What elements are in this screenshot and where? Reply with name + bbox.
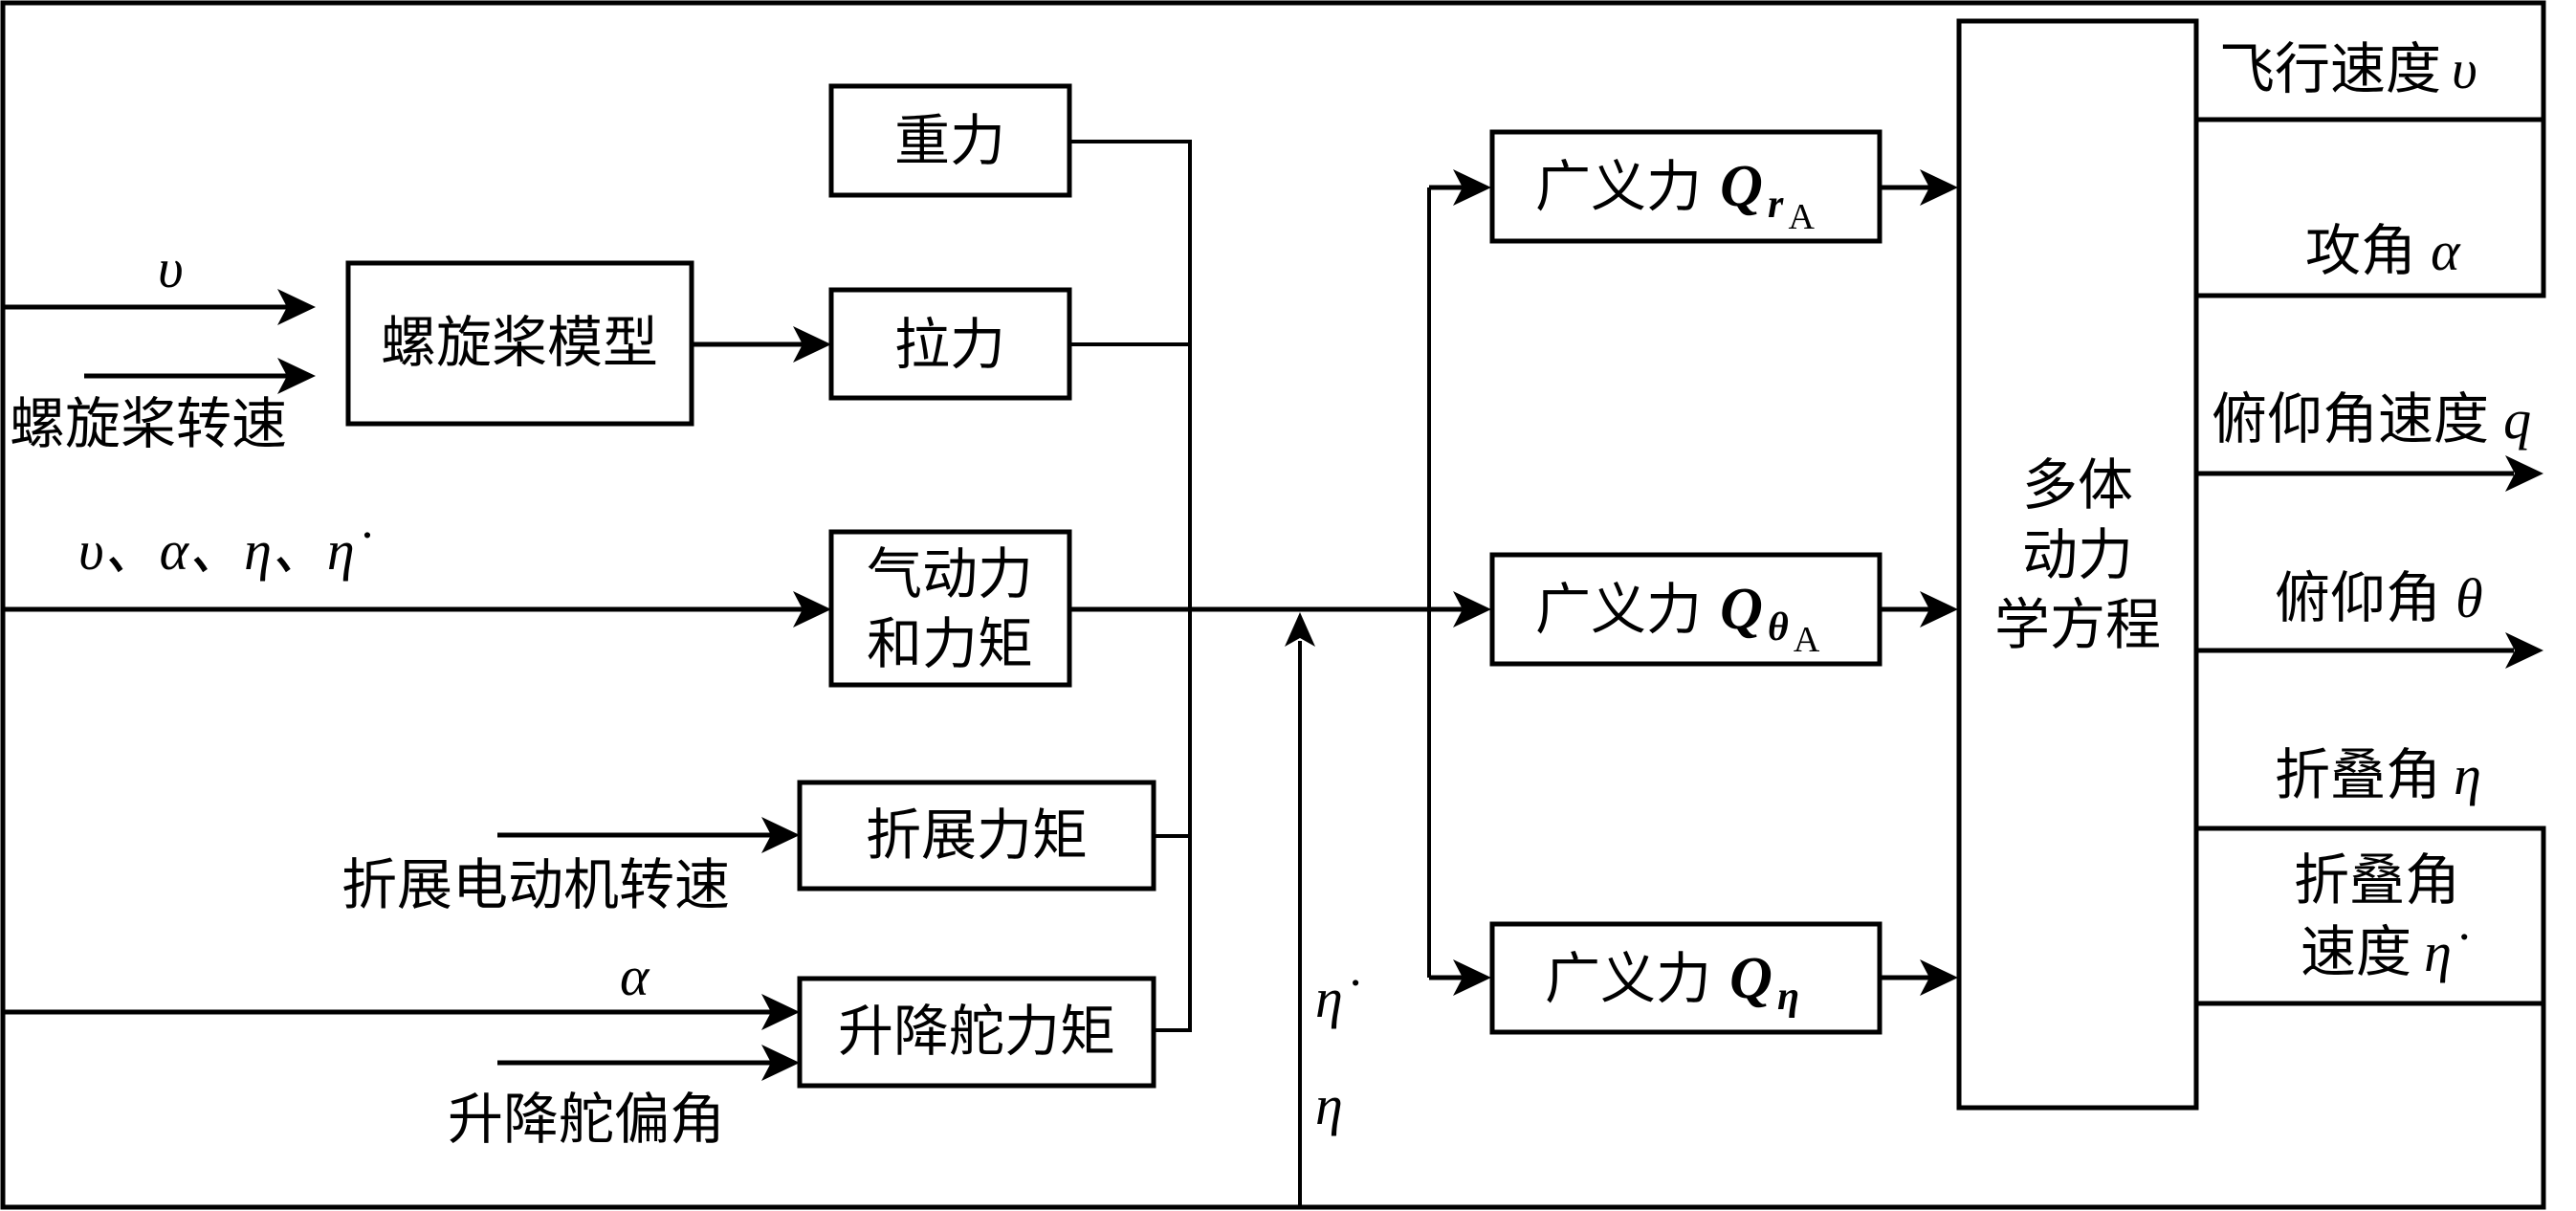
gravity-block: 重力 [828,83,1072,198]
fold-rate-label-line1: 折叠角 [2294,848,2460,913]
prop-speed-label: 螺旋桨转速 [10,391,287,456]
multibody-label-line1: 多体 [2022,452,2133,517]
gravity-label: 重力 [894,108,1005,173]
qtheta-to-multibody-arrowhead [1920,591,1958,628]
output-fold-rate: 折叠角 速度 η̇ [2294,848,2468,984]
eta-feedback-label: η [1315,1074,1343,1136]
fold-moment-block: 折展力矩 [797,780,1156,892]
alpha-input-label: α [620,945,650,1007]
gen-force-eta-block: 广义力 Q η [1489,921,1882,1035]
elevator-moment-block: 升降舵力矩 [797,976,1156,1089]
v-input-arrowhead [277,289,316,325]
fold-angle-label: 折叠角 η [2275,742,2481,807]
output-flight-speed: 飞行速度 υ [2196,36,2543,122]
pitch-angle-arrowhead [2505,632,2543,669]
prop-to-thrust-arrowhead [793,326,831,363]
gen-force-r-label: 广义力 Q r A [1535,154,1815,237]
aero-block: 气动力 和力矩 [828,529,1072,688]
v-input-label: υ [158,237,184,299]
eta-dot-feedback-label: η̇ [1315,967,1359,1029]
multibody-dynamics-block: 多体 动力 学方程 [1956,18,2199,1111]
gen-force-r-block: 广义力 Q r A [1489,129,1882,244]
output-attack-angle: 攻角 α [2196,120,2546,298]
prop-speed-arrowhead [277,358,316,394]
multibody-label-line3: 学方程 [1994,592,2161,657]
output-fold-angle: 折叠角 η [2196,742,2546,1006]
flight-speed-label: 飞行速度 υ [2219,36,2477,101]
elevator-moment-label: 升降舵力矩 [838,999,1115,1064]
propeller-model-label: 螺旋桨模型 [381,310,658,375]
aero-label-line1: 气动力 [867,541,1033,606]
aero-input-arrowhead [793,591,831,628]
fold-motor-label: 折展电动机转速 [341,852,730,917]
dist-to-qeta-arrowhead [1453,959,1491,996]
propeller-model-block: 螺旋桨模型 [345,260,694,427]
aero-label-line2: 和力矩 [867,611,1033,676]
fold-motor-arrowhead [761,817,800,853]
thrust-block: 拉力 [828,287,1072,401]
qr-to-multibody-arrowhead [1920,169,1958,206]
output-pitch-rate: 俯仰角速度 q [2196,386,2543,492]
qeta-to-multibody-arrowhead [1920,959,1958,996]
thrust-label: 拉力 [894,312,1005,377]
force-bus [1069,140,1192,1032]
fold-rate-label-line2: 速度 η̇ [2301,919,2468,984]
pitch-angle-label: 俯仰角 θ [2275,565,2483,630]
pitch-rate-label: 俯仰角速度 q [2212,386,2531,451]
pitch-rate-arrowhead [2505,455,2543,492]
alpha-input-arrowhead [761,994,800,1030]
multibody-label-line2: 动力 [2022,522,2133,587]
gen-force-theta-label: 广义力 Q θ A [1535,577,1820,660]
fold-moment-label: 折展力矩 [866,803,1088,868]
output-pitch-angle: 俯仰角 θ [2196,565,2543,669]
gen-force-eta-label: 广义力 Q η [1545,946,1799,1019]
gen-force-theta-block: 广义力 Q θ A [1489,552,1882,667]
elevator-deflection-label: 升降舵偏角 [448,1087,725,1152]
elevator-deflection-arrowhead [761,1045,800,1081]
dist-to-qr-arrowhead [1453,169,1491,206]
attack-angle-label: 攻角 α [2305,218,2461,283]
eta-feedback-arrowhead [1285,612,1315,647]
aero-inputs-label: υ、α、η、η̇ [78,519,371,582]
main-force-arrowhead [1453,591,1491,628]
